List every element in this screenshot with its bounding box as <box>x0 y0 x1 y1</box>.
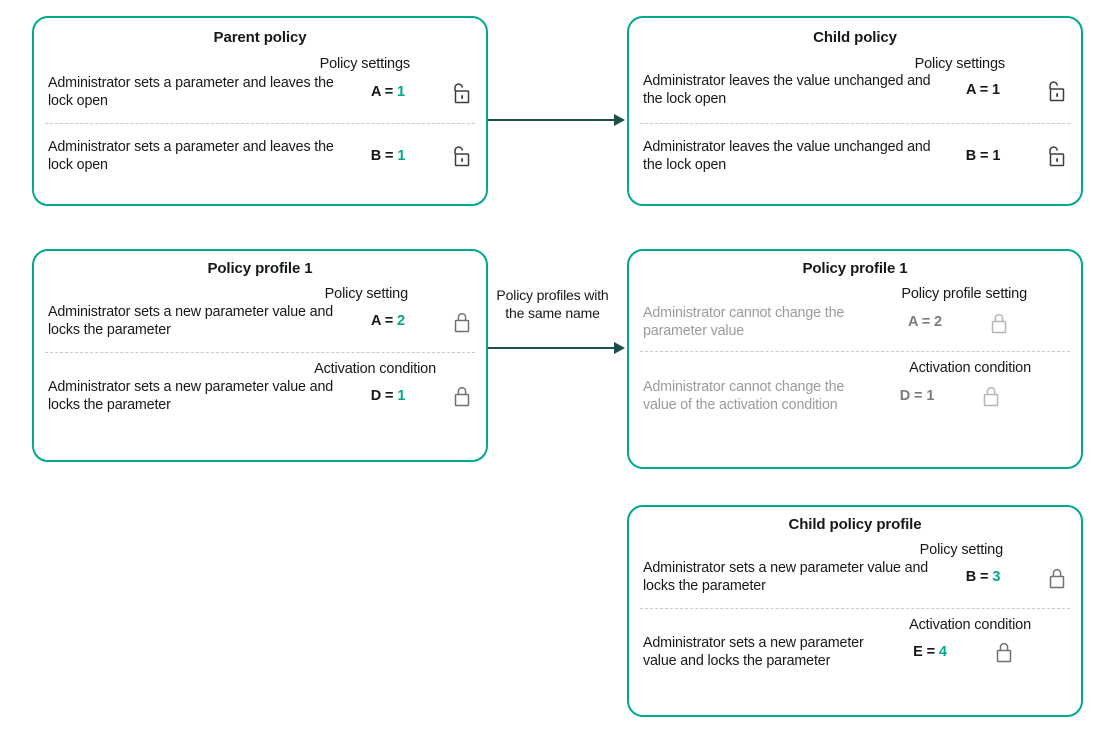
section-policy-setting: Policy setting Administrator sets a new … <box>629 542 1081 596</box>
row-divider <box>640 122 1070 124</box>
card-policy-profile-left: Policy profile 1 Policy setting Administ… <box>32 249 488 462</box>
lock-closed-icon <box>969 384 1013 407</box>
arrow-profile-to-profile-head <box>614 342 625 354</box>
arrow-profile-to-profile-line <box>488 347 615 349</box>
lock-open-icon <box>1035 79 1079 102</box>
parameter-row: Administrator cannot change the value of… <box>643 378 1079 415</box>
arrow-parent-to-child-line <box>488 119 615 121</box>
section-activation-condition: Activation condition Administrator sets … <box>34 361 486 415</box>
section-header-label: Policy setting <box>919 542 1003 558</box>
section-header-label: Policy profile setting <box>901 286 1027 302</box>
section-header-label: Policy settings <box>319 56 411 72</box>
lock-closed-icon <box>1035 566 1079 589</box>
section-child-policy-settings: Policy settings Administrator leaves the… <box>629 56 1081 109</box>
parameter-name: D = <box>370 387 394 404</box>
section-parent-policy-second: Administrator sets a parameter and leave… <box>34 138 486 175</box>
parameter-number: 2 <box>397 313 406 330</box>
parameter-name: A = <box>370 313 394 330</box>
parameter-number: 1 <box>397 84 406 101</box>
lock-closed-icon <box>982 640 1026 663</box>
section-policy-setting: Policy setting Administrator sets a new … <box>34 286 486 340</box>
card-title-child-policy-profile: Child policy profile <box>788 516 922 533</box>
parameter-description: Administrator sets a new parameter value… <box>643 560 929 595</box>
card-child-policy-profile: Child policy profile Policy setting Admi… <box>627 505 1083 717</box>
parameter-number: 1 <box>992 147 1001 164</box>
parameter-row: Administrator sets a parameter and leave… <box>48 74 484 111</box>
section-header-label: Activation condition <box>314 360 436 377</box>
row-divider <box>45 122 475 124</box>
lock-closed-icon <box>440 384 484 407</box>
parameter-number: 1 <box>397 387 406 404</box>
parameter-number: 3 <box>992 569 1001 586</box>
parameter-name: E = <box>913 643 935 660</box>
card-policy-profile-right: Policy profile 1 Policy profile setting … <box>627 249 1083 469</box>
lock-open-icon <box>440 144 484 167</box>
row-divider <box>640 350 1070 352</box>
parameter-name: B = <box>965 569 989 586</box>
section-policy-profile-setting: Policy profile setting Administrator can… <box>629 286 1081 341</box>
parameter-number: 4 <box>938 643 947 660</box>
parameter-value: A = 2 <box>873 314 977 330</box>
parameter-value: D = 1 <box>336 388 440 404</box>
parameter-description: Administrator sets a parameter and leave… <box>48 75 334 110</box>
parameter-value: A = 1 <box>931 82 1035 98</box>
card-title-policy-profile-left: Policy profile 1 <box>207 260 313 277</box>
parameter-number: 1 <box>992 82 1001 99</box>
parameter-number: 2 <box>934 314 943 331</box>
arrow-parent-to-child-head <box>614 114 625 126</box>
row-divider <box>640 607 1070 609</box>
parameter-number: 1 <box>926 387 935 404</box>
row-divider <box>45 351 475 353</box>
parameter-value: D = 1 <box>865 388 969 404</box>
parameter-row: Administrator sets a new parameter value… <box>48 378 484 415</box>
card-title-policy-profile-right: Policy profile 1 <box>802 260 908 277</box>
lock-open-icon <box>1035 144 1079 167</box>
parameter-name: A = <box>370 84 394 101</box>
arrow-middle-label: Policy profiles with the same name <box>496 287 609 322</box>
parameter-value: A = 2 <box>336 313 440 329</box>
parameter-row: Administrator sets a new parameter value… <box>643 634 1079 671</box>
parameter-value: E = 4 <box>878 644 982 660</box>
section-header-label: Policy setting <box>324 286 408 302</box>
lock-open-icon <box>440 81 484 104</box>
parameter-description: Administrator cannot change the paramete… <box>643 305 845 340</box>
parameter-name: A = <box>907 314 931 331</box>
parameter-name: B = <box>965 147 989 164</box>
parameter-value: B = 3 <box>931 569 1035 585</box>
parameter-description: Administrator sets a new parameter value… <box>643 634 864 669</box>
parameter-value: A = 1 <box>336 84 440 100</box>
parameter-description: Administrator cannot change the value of… <box>643 378 845 413</box>
section-activation-condition: Activation condition Administrator sets … <box>629 617 1081 671</box>
parameter-description: Administrator sets a new parameter value… <box>48 304 334 339</box>
lock-closed-icon <box>440 310 484 333</box>
section-header-label: Activation condition <box>909 359 1031 376</box>
card-title-parent-policy: Parent policy <box>213 29 307 46</box>
parameter-value: B = 1 <box>931 148 1035 164</box>
parameter-row: Administrator sets a new parameter value… <box>643 559 1079 596</box>
parameter-row: Administrator leaves the value unchanged… <box>643 138 1079 175</box>
section-header-label: Policy settings <box>914 56 1006 72</box>
parameter-description: Administrator leaves the value unchanged… <box>643 138 931 173</box>
parameter-number: 1 <box>397 147 406 164</box>
section-child-policy-second: Administrator leaves the value unchanged… <box>629 138 1081 175</box>
parameter-value: B = 1 <box>336 148 440 164</box>
parameter-name: D = <box>899 387 923 404</box>
parameter-row: Administrator leaves the value unchanged… <box>643 72 1079 109</box>
section-parent-policy-settings: Policy settings Administrator sets a par… <box>34 56 486 111</box>
parameter-row: Administrator cannot change the paramete… <box>643 304 1079 341</box>
card-parent-policy: Parent policy Policy settings Administra… <box>32 16 488 206</box>
card-title-child-policy: Child policy <box>813 29 897 46</box>
card-child-policy: Child policy Policy settings Administrat… <box>627 16 1083 206</box>
parameter-name: A = <box>965 82 989 99</box>
lock-closed-icon <box>977 311 1021 334</box>
section-activation-condition: Activation condition Administrator canno… <box>629 360 1081 415</box>
parameter-name: B = <box>370 147 394 164</box>
parameter-description: Administrator leaves the value unchanged… <box>643 73 931 108</box>
parameter-description: Administrator sets a parameter and leave… <box>48 138 334 173</box>
parameter-row: Administrator sets a parameter and leave… <box>48 138 484 175</box>
section-header-label: Activation condition <box>909 616 1031 633</box>
parameter-description: Administrator sets a new parameter value… <box>48 378 334 413</box>
parameter-row: Administrator sets a new parameter value… <box>48 303 484 340</box>
